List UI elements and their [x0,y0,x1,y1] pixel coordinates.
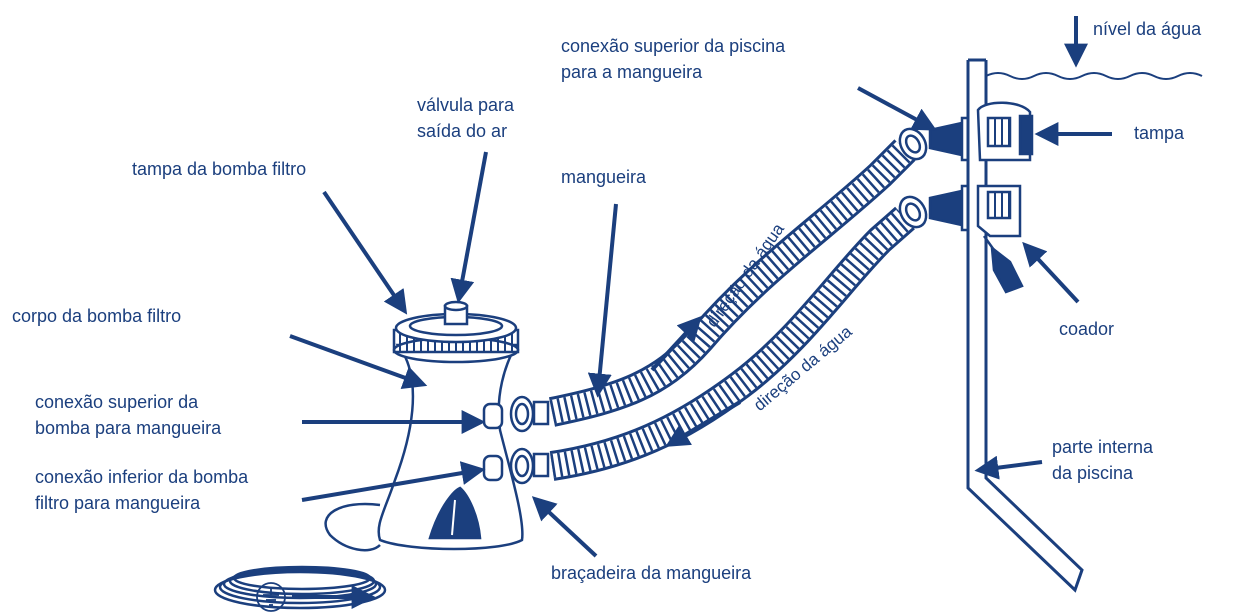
label-conexao-inferior-bomba-1: conexão inferior da bomba [35,467,249,487]
arrow-valvula [450,151,488,304]
power-cord-coil [213,502,387,610]
label-bracadeira: braçadeira da mangueira [551,563,752,583]
label-valvula-2: saída do ar [417,121,508,141]
pump-body [377,343,524,551]
label-conexao-inferior-bomba-2: filtro para mangueira [35,493,201,513]
arrow-corpo-bomba [289,334,428,389]
annotation-arrows [289,16,1112,609]
label-parte-interna-1: parte interna [1052,437,1154,457]
arrow-bracadeira [531,496,598,558]
hose-clamps-pool [898,127,928,229]
arrow-parte-interna [974,455,1043,480]
ground-symbol-icon [256,582,286,612]
label-coador: coador [1059,319,1115,339]
label-parte-interna-2: da piscina [1052,463,1134,483]
arrow-coador [1022,241,1080,304]
label-tampa: tampa [1134,123,1185,143]
label-conexao-superior-bomba-1: conexão superior da [35,392,199,412]
label-tampa-bomba: tampa da bomba filtro [132,159,307,179]
label-conexao-superior-piscina-2: para a mangueira [561,62,703,82]
strainer [976,184,1024,294]
water-surface [985,72,1203,80]
arrow-mangueira [587,203,618,398]
hose-clamps-pump [509,395,550,485]
label-valvula-1: válvula para [417,95,515,115]
pool-connectors [928,116,974,232]
label-conexao-superior-piscina-1: conexão superior da piscina [561,36,786,56]
label-mangueira: mangueira [561,167,647,187]
arrow-direcao-agua-1 [650,315,702,372]
arrow-tampa-bomba [322,190,408,315]
hoses [548,139,916,481]
arrow-conexao-superior-piscina [857,86,937,131]
label-nivel-agua: nível da água [1093,19,1202,39]
arrow-direcao-agua-2 [665,400,742,447]
strainer-cap [976,101,1034,162]
label-corpo-bomba: corpo da bomba filtro [12,306,182,326]
arrow-conexao-inferior-bomba [301,461,486,502]
pump-lid [392,300,520,364]
label-conexao-superior-bomba-2: bomba para mangueira [35,418,222,438]
